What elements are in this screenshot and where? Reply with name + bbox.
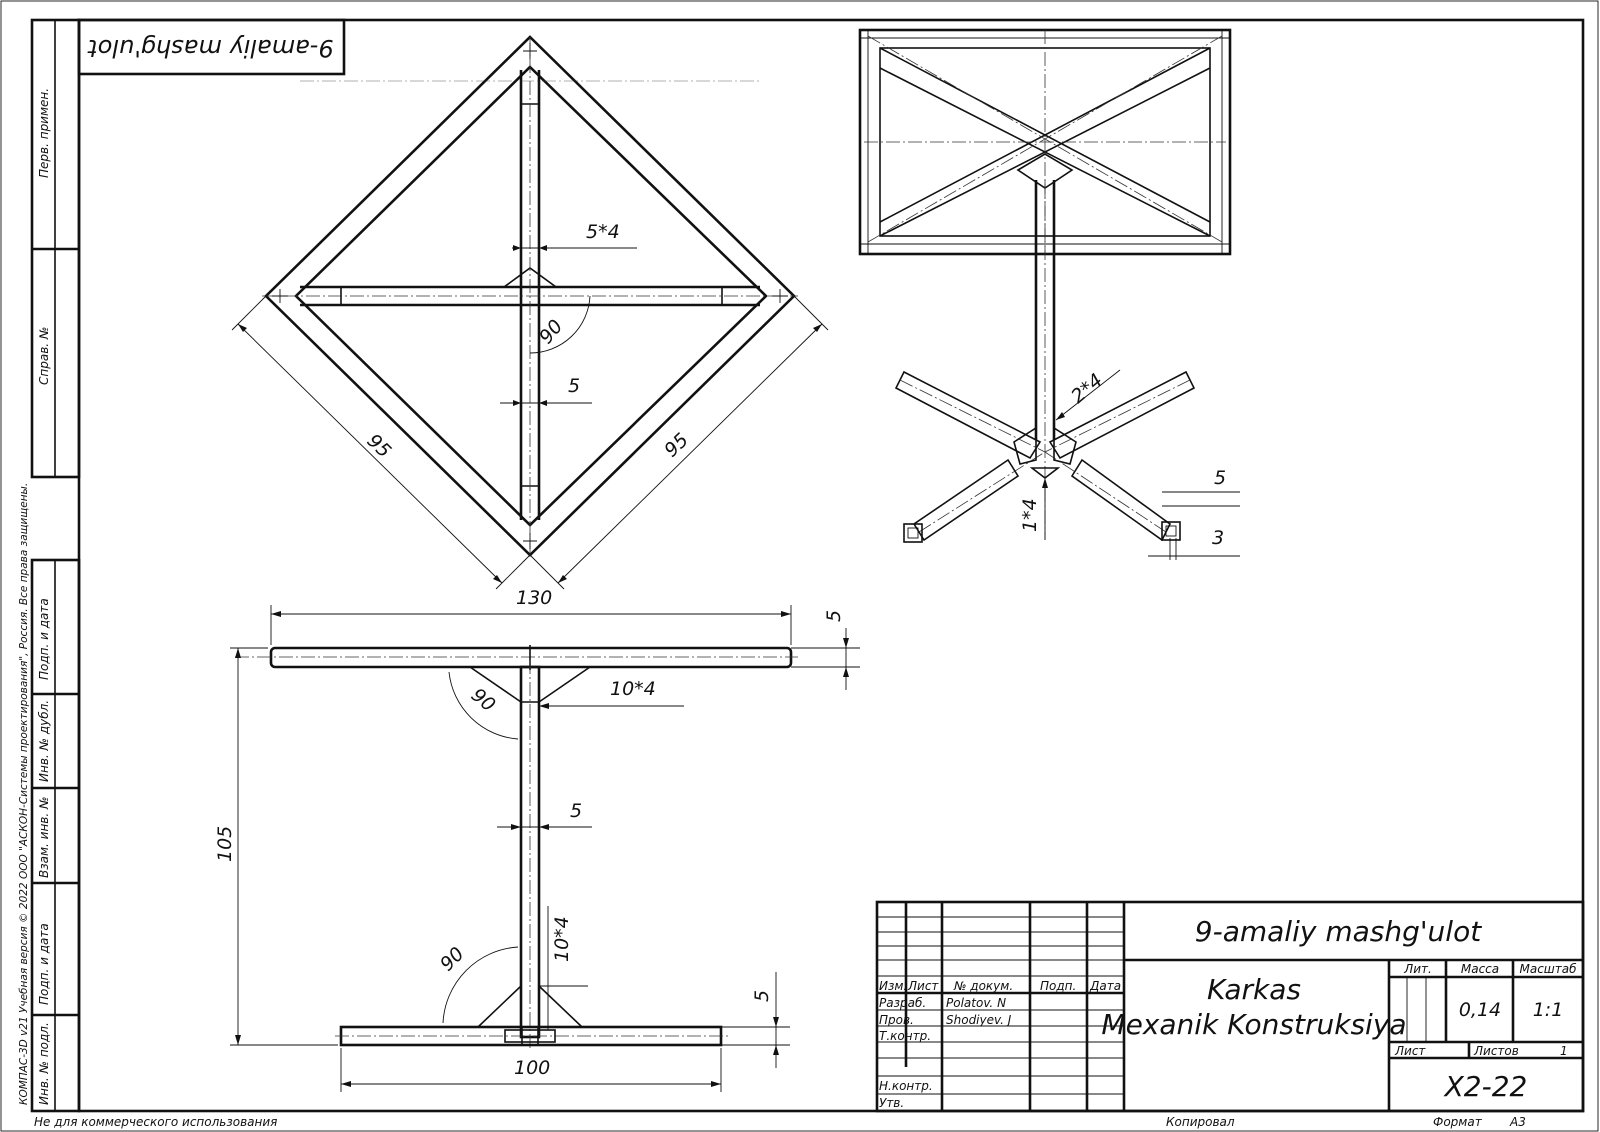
dim-front-height: 105 — [214, 826, 236, 862]
title-block-part-name-2: Mexanik Konstruksiya — [1101, 1008, 1406, 1041]
row-utv: Утв. — [879, 1096, 904, 1110]
header-doc-no: № докум. — [953, 979, 1013, 993]
dim-front-bracket-top: 10*4 — [610, 678, 656, 700]
footer-format-label: Формат — [1433, 1115, 1483, 1129]
top-view: 5*4 90 5 95 95 — [231, 35, 829, 590]
side-label-perv-primen: Перв. примен. — [37, 88, 51, 178]
title-block: 9-amaliy mashg'ulot Karkas Mexanik Konst… — [875, 900, 1585, 1113]
footer-noncommercial: Не для коммерческого использования — [34, 1115, 277, 1129]
label-sheets: Листов — [1473, 1044, 1519, 1058]
value-sheet-number: 1 — [1560, 1044, 1568, 1058]
dim-front-post-width: 5 — [570, 800, 582, 822]
header-list: Лист — [907, 979, 939, 993]
developer-name: Polatov. N — [946, 996, 1006, 1010]
dim-front-bracket-bottom: 10*4 — [551, 916, 573, 962]
row-prov: Пров. — [879, 1013, 914, 1027]
label-sheet: Лист — [1394, 1044, 1426, 1058]
side-label-vzam-inv: Взам. инв. № — [37, 797, 51, 878]
label-massa: Масса — [1461, 962, 1499, 976]
dim-front-top-length: 130 — [516, 587, 552, 609]
dim-iso-bracket: 2*4 — [1067, 369, 1107, 408]
header-data: Дата — [1089, 979, 1121, 993]
side-label-podp-data-2: Подп. и дата — [37, 923, 51, 1005]
mirrored-title-box: 9-amaliy mashg'ulot — [77, 18, 346, 76]
dim-front-top-thickness: 5 — [823, 610, 845, 622]
side-label-inv-dubl: Инв. № дубл. — [37, 700, 51, 782]
side-label-podp-data-1: Подп. и дата — [37, 598, 51, 680]
value-scale: 1:1 — [1533, 999, 1564, 1021]
dim-iso-tube-outer: 5 — [1214, 467, 1226, 489]
header-podp: Подп. — [1040, 979, 1076, 993]
iso-view: 2*4 5 3 1*4 — [858, 28, 1240, 560]
dim-front-base-length: 100 — [514, 1057, 550, 1079]
dim-iso-tube-inner: 3 — [1212, 527, 1224, 549]
mirrored-title-text: 9-amaliy mashg'ulot — [87, 34, 334, 62]
dim-front-angle-top: 90 — [467, 684, 500, 716]
front-view: 130 5 10*4 90 5 105 10*4 90 — [214, 587, 860, 1092]
license-text: КОМПАС-3D v21 Учебная версия © 2022 ООО … — [18, 483, 30, 1105]
label-masshtab: Масштаб — [1519, 962, 1577, 976]
value-mass: 0,14 — [1459, 999, 1501, 1021]
footer: Не для коммерческого использования Копир… — [34, 1115, 1526, 1129]
title-block-part-name-1: Karkas — [1207, 973, 1301, 1006]
footer-copied: Копировал — [1166, 1115, 1235, 1129]
side-label-sprav-no: Справ. № — [37, 327, 51, 385]
dim-top-side-right: 95 — [660, 429, 693, 462]
row-razrab: Разраб. — [879, 996, 926, 1010]
row-nkontr: Н.контр. — [879, 1079, 933, 1093]
label-lit: Лит. — [1403, 962, 1432, 976]
row-tkontr: Т.контр. — [879, 1029, 931, 1043]
title-block-stamp-title: 9-amaliy mashg'ulot — [1195, 915, 1482, 948]
dim-front-angle-bottom: 90 — [436, 943, 469, 976]
dim-top-width: 5 — [568, 375, 580, 397]
dim-front-base-thickness: 5 — [751, 990, 773, 1002]
title-block-designation: X2-22 — [1443, 1070, 1528, 1103]
dim-iso-foot-bracket: 1*4 — [1019, 498, 1041, 532]
footer-format-value: A3 — [1509, 1115, 1526, 1129]
side-label-inv-podl: Инв. № подл. — [37, 1022, 51, 1105]
dim-top-side-left: 95 — [363, 430, 396, 463]
checker-name: Shodiyev. J — [946, 1013, 1012, 1027]
dim-top-member: 5*4 — [586, 221, 620, 243]
side-column-labels: Перв. примен. Справ. № Подп. и дата Инв.… — [18, 88, 51, 1105]
header-izm: Изм. — [879, 979, 907, 993]
